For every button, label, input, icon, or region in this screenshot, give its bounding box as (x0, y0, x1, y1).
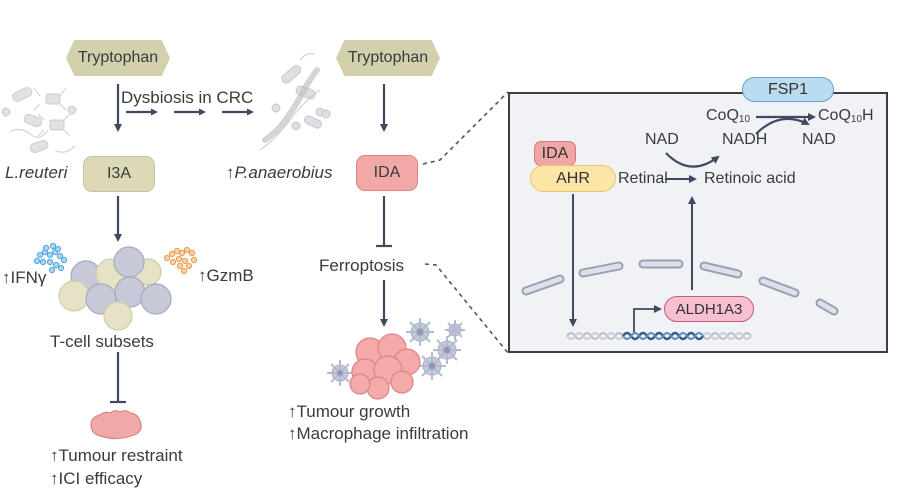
aldh1a3-node: ALDH1A3 (664, 296, 754, 322)
nad-left-label: NAD (645, 131, 679, 148)
arrow-nad-to-nadh (665, 152, 720, 168)
commensal-bacteria-icon (1, 87, 77, 154)
arrow-nadh-to-nad (755, 117, 810, 135)
dashed-connector-ferroptosis (424, 263, 509, 354)
fsp1-node: FSP1 (742, 77, 834, 102)
gzmb-label: ↑GzmB (198, 266, 254, 285)
tumour-growth-label: ↑Tumour growth (288, 402, 411, 421)
coq10-label: CoQ10 (706, 107, 750, 125)
ahr-label: AHR (556, 169, 590, 187)
tumour-restraint-label: ↑Tumour restraint (50, 446, 183, 465)
ifng-molecules-icon (33, 242, 68, 274)
tryptophan-label-left: Tryptophan (77, 49, 159, 66)
i3a-label: I3A (106, 165, 131, 182)
ida-ligand-label: IDA (541, 144, 569, 162)
aldh1a3-label: ALDH1A3 (675, 300, 743, 318)
pathogenic-bacteria-icon (259, 53, 331, 151)
ida-ligand-node: IDA (534, 141, 576, 166)
transcription-start-arrow (633, 305, 662, 334)
coq10h-subscript: 10 (850, 114, 863, 125)
ici-efficacy-label: ↑ICI efficacy (50, 469, 143, 488)
ida-node: IDA (356, 155, 418, 191)
coq10-text: CoQ (706, 107, 739, 124)
ahr-node: AHR (530, 165, 616, 192)
nad-right-label: NAD (802, 131, 836, 148)
t-cell-cluster-icon (58, 246, 172, 331)
ifng-label: ↑IFNγ (2, 268, 47, 287)
t-cell-subsets-label: T-cell subsets (50, 332, 154, 351)
tryptophan-node-left: Tryptophan (66, 40, 170, 76)
p-anaerobius-text: ↑P.anaerobius (226, 163, 333, 182)
nadh-label: NADH (722, 131, 768, 148)
tumour-large-icon (349, 333, 421, 400)
retinal-label: Retinal (618, 170, 668, 187)
macrophage-infiltration-label: ↑Macrophage infiltration (288, 424, 469, 443)
ferroptosis-label: Ferroptosis (319, 256, 405, 275)
tumour-small-icon (90, 410, 142, 440)
coq10h-text: CoQ (818, 107, 851, 124)
retinoic-acid-label: Retinoic acid (704, 170, 796, 187)
fsp1-label: FSP1 (767, 80, 808, 98)
l-reuteri-label: L.reuteri (5, 163, 68, 182)
dysbiosis-label: Dysbiosis in CRC (121, 88, 254, 107)
coq10-subscript: 10 (738, 114, 751, 125)
tryptophan-label-middle: Tryptophan (347, 49, 429, 66)
coq10h-label: CoQ10H (818, 107, 874, 125)
dashed-connector-ida (422, 91, 509, 165)
i3a-node: I3A (83, 156, 155, 192)
p-anaerobius-label: ↑P.anaerobius (226, 163, 333, 183)
gzmb-molecules-icon (163, 246, 198, 275)
tryptophan-node-middle: Tryptophan (336, 40, 440, 76)
coq10h-suffix: H (862, 107, 874, 124)
macrophage-icon (327, 318, 465, 386)
dna-helix-icon (566, 331, 752, 341)
ida-label: IDA (373, 164, 401, 181)
